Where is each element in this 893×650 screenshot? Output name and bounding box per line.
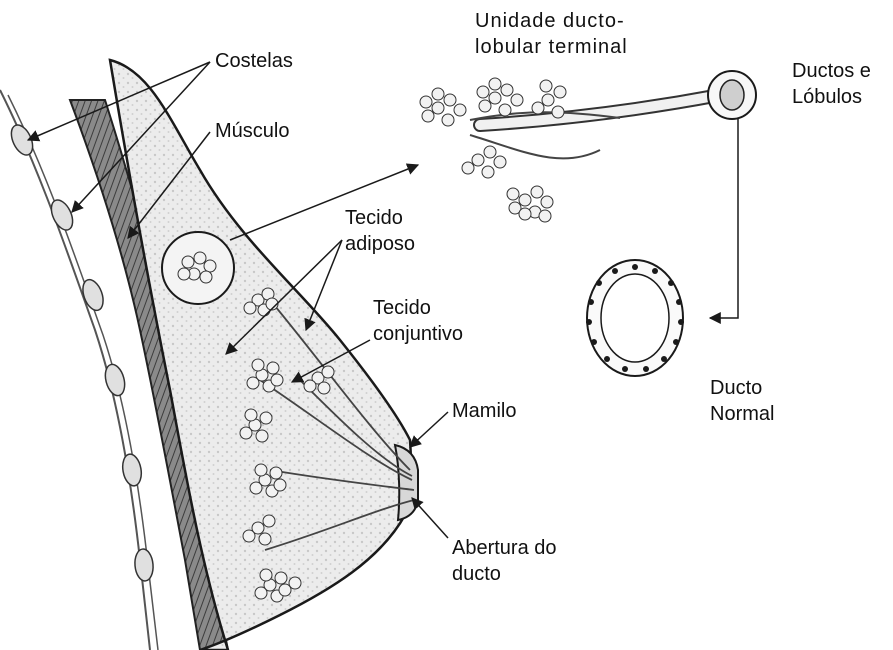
label-tecido-adiposo: Tecido adiposo bbox=[345, 205, 415, 257]
label-abertura-do-ducto: Abertura do ducto bbox=[452, 535, 557, 587]
label-ducto-normal: Ducto Normal bbox=[710, 375, 774, 427]
label-unidade-ducto-lobular: Unidade ducto- lobular terminal bbox=[475, 8, 628, 60]
label-ductos-lobulos: Ductos e Lóbulos bbox=[792, 58, 871, 110]
label-costelas: Costelas bbox=[215, 48, 293, 74]
normal-duct-cross-section bbox=[586, 260, 684, 376]
label-tecido-conjuntivo: Tecido conjuntivo bbox=[373, 295, 463, 347]
label-musculo: Músculo bbox=[215, 118, 289, 144]
label-mamilo: Mamilo bbox=[452, 398, 516, 424]
nipple bbox=[395, 445, 418, 520]
terminal-duct-lobular-unit bbox=[420, 71, 756, 222]
magnification-circle bbox=[162, 232, 234, 304]
